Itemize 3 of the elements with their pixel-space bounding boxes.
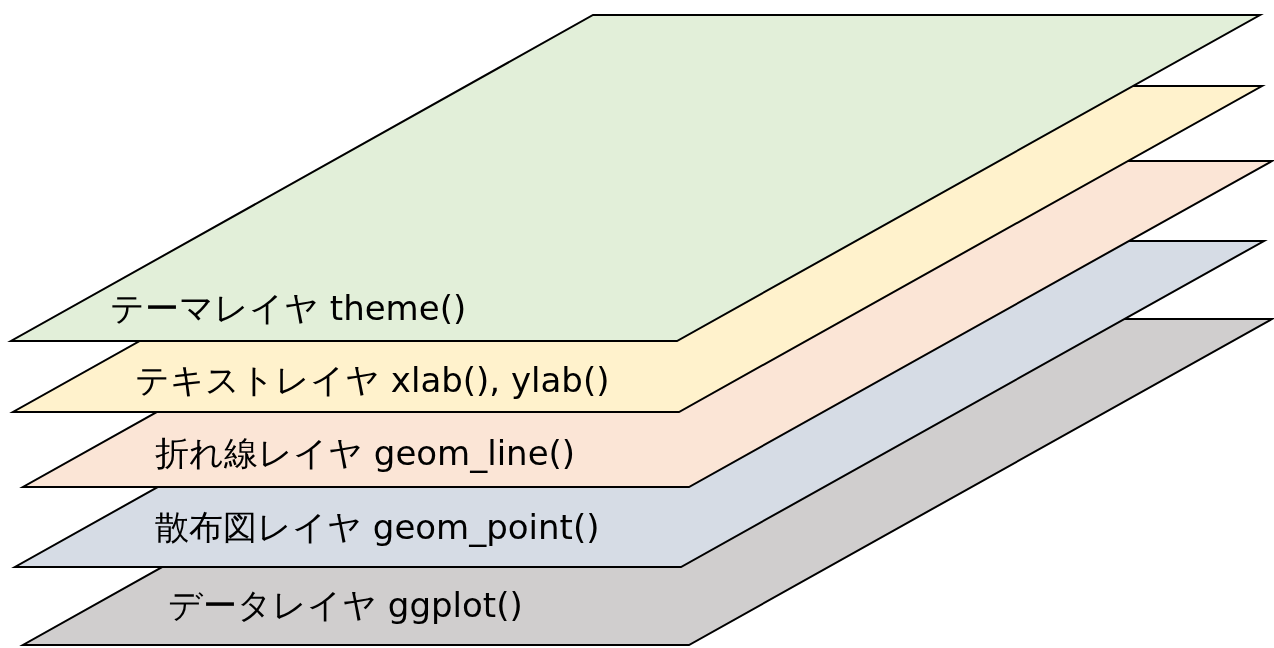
layer-label: テーマレイヤ theme(): [110, 291, 467, 325]
layer-label: テキストレイヤ xlab(), ylab(): [135, 363, 610, 397]
layer-label: データレイヤ ggplot(): [168, 588, 523, 622]
